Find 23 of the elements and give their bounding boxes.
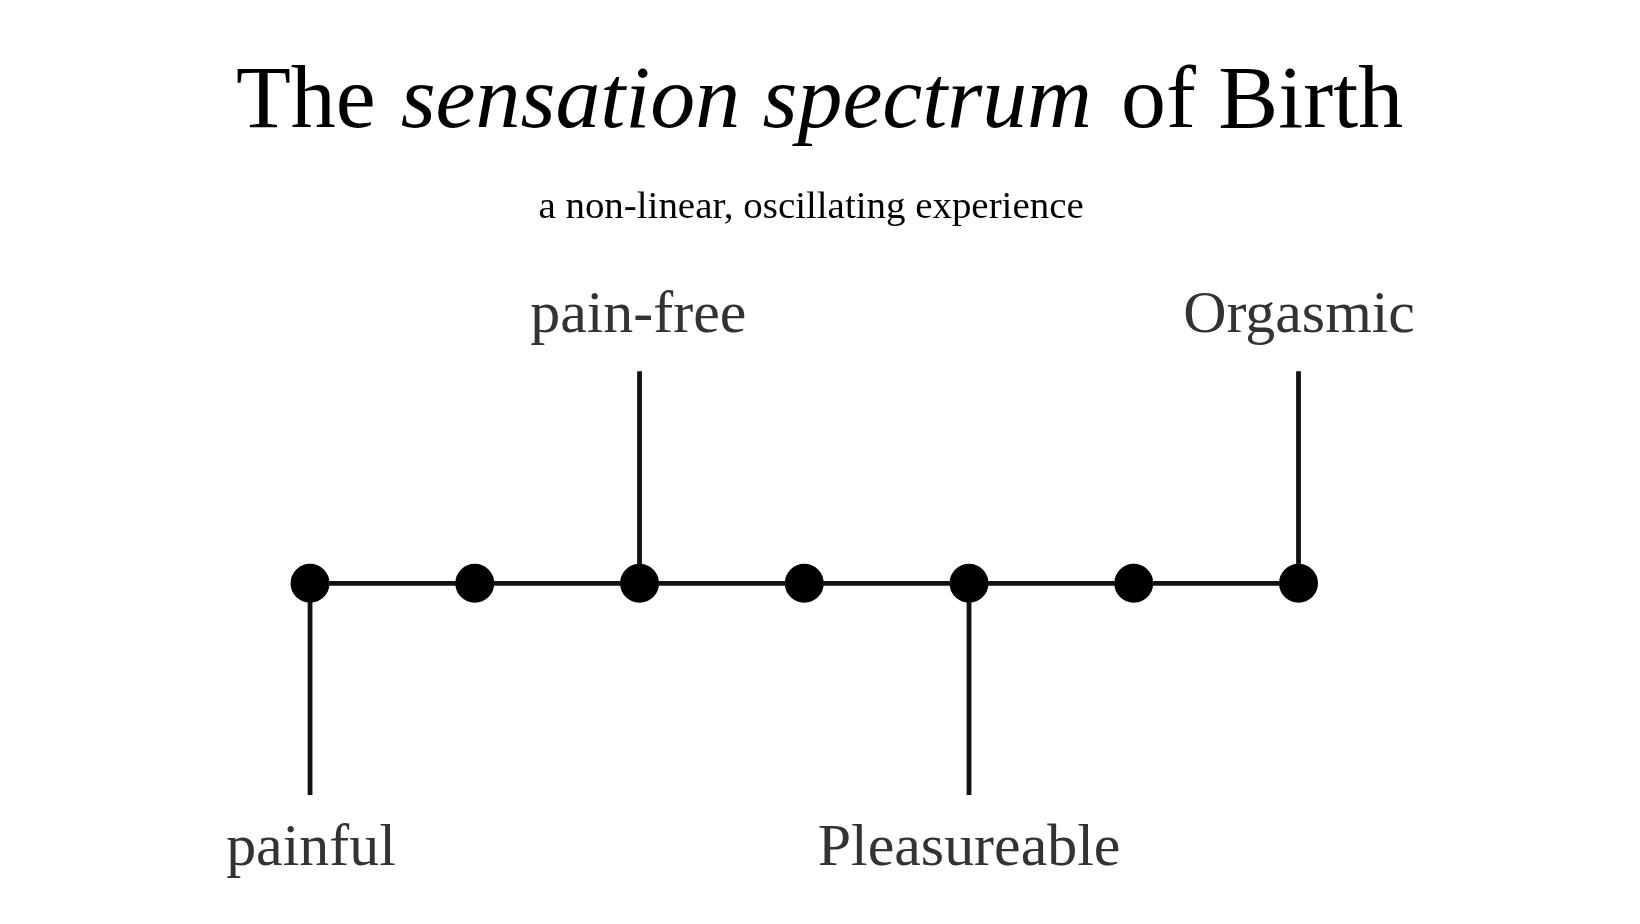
node-text: pain-free <box>530 278 747 345</box>
connector <box>1151 580 1281 586</box>
node-circle <box>290 563 330 603</box>
connector <box>987 580 1116 586</box>
connector <box>1296 371 1301 565</box>
node-text: Pleasureable <box>817 811 1121 878</box>
connector <box>966 601 972 796</box>
connector <box>822 580 951 586</box>
connector <box>492 580 622 586</box>
connector <box>307 601 313 796</box>
diagram-title: The sensation spectrum of Birth <box>235 46 1404 146</box>
node-circle <box>949 563 989 603</box>
connector <box>637 371 642 565</box>
connector <box>657 580 786 586</box>
node-circle <box>1279 563 1318 603</box>
node-text: Orgasmic <box>1183 278 1415 345</box>
node-circle <box>1114 563 1154 603</box>
node-circle <box>784 563 824 603</box>
node-circle <box>455 563 495 603</box>
node-text: painful <box>226 811 396 878</box>
connector <box>328 580 457 586</box>
caption: a non-linear, oscillating experience <box>538 182 1084 226</box>
node-circle <box>620 563 659 603</box>
